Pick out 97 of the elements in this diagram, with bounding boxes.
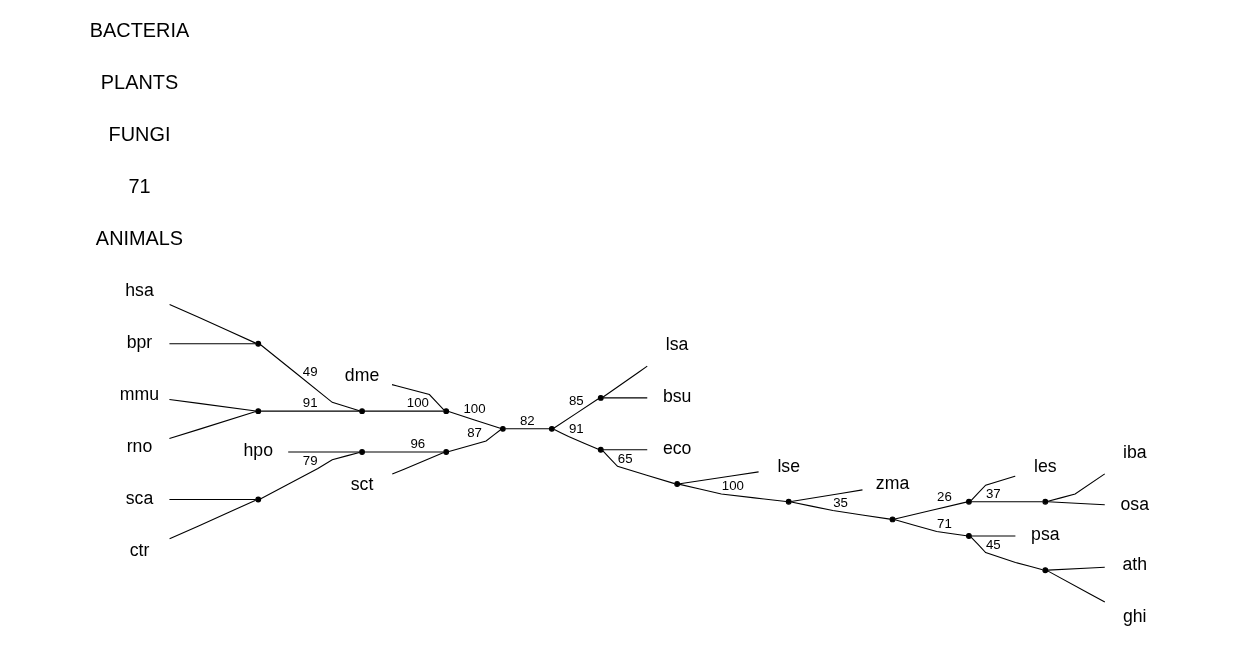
- edge-label: 79: [302, 452, 318, 468]
- edge-label: 82: [519, 413, 535, 429]
- connector: [447, 411, 501, 429]
- node-text: dme: [344, 365, 379, 386]
- node-text: ctr: [129, 539, 149, 560]
- label: ANIMALS: [95, 226, 183, 249]
- node-point: [597, 446, 604, 453]
- connector: [970, 475, 1016, 502]
- node-point: [965, 533, 972, 539]
- connector: [602, 449, 648, 451]
- label: PLANTS: [100, 71, 178, 94]
- node-text: sca: [125, 487, 153, 508]
- connector: [790, 501, 890, 520]
- node-text: rno: [126, 435, 152, 456]
- edge-label: 91: [568, 420, 584, 436]
- node-point: [358, 449, 365, 455]
- connector: [893, 501, 967, 520]
- connector: [168, 343, 256, 345]
- node-text: les: [1033, 455, 1057, 476]
- connector: [970, 536, 1043, 571]
- edge-label: 100: [721, 478, 744, 494]
- connector: [602, 397, 648, 399]
- node-text: mmu: [119, 383, 159, 404]
- connector: [363, 410, 444, 412]
- edge-label: 71: [936, 515, 952, 531]
- node-point: [254, 408, 261, 415]
- edge-label: 100: [462, 400, 486, 416]
- node-point: [499, 425, 506, 432]
- connector: [678, 471, 759, 485]
- connector: [363, 451, 444, 453]
- node-point: [442, 408, 449, 415]
- connector: [447, 429, 501, 453]
- node-text: ath: [1121, 553, 1147, 574]
- connector: [168, 398, 256, 412]
- node-text: eco: [662, 438, 691, 458]
- connector: [1046, 473, 1105, 502]
- node-text: bsu: [662, 386, 691, 407]
- label: 71: [127, 174, 151, 197]
- node-point: [673, 481, 680, 487]
- node-point: [1041, 498, 1048, 505]
- connector: [168, 304, 256, 344]
- connector: [553, 429, 599, 450]
- connector: [602, 365, 648, 398]
- edge-label: 87: [466, 425, 482, 441]
- node-text: zma: [875, 473, 909, 494]
- connector: [601, 450, 675, 485]
- label: FUNGI: [108, 122, 170, 145]
- label: BACTERIA: [89, 19, 189, 42]
- node-text: sct: [350, 474, 373, 495]
- node-point: [785, 498, 792, 505]
- connector: [504, 428, 550, 430]
- connector: [168, 499, 256, 540]
- connector: [259, 451, 360, 500]
- connector: [678, 483, 786, 503]
- connector: [259, 410, 360, 412]
- node-text: lsa: [665, 334, 688, 355]
- connector: [1046, 570, 1105, 603]
- edge-label: 49: [302, 364, 318, 380]
- node-point: [965, 498, 972, 505]
- edge-label: 26: [936, 489, 952, 505]
- node-point: [442, 449, 449, 455]
- node-point: [254, 496, 261, 503]
- edge-label: 45: [985, 536, 1001, 552]
- connector: [790, 489, 863, 503]
- edge-label: 91: [302, 395, 318, 411]
- connector: [894, 519, 967, 537]
- node-text: iba: [1122, 442, 1147, 463]
- node-text: hsa: [124, 280, 154, 301]
- node-point: [889, 516, 895, 523]
- connector: [1046, 501, 1105, 506]
- connector: [970, 501, 1043, 503]
- node-point: [358, 408, 365, 415]
- connector: [1046, 566, 1105, 571]
- node-text: hpo: [243, 440, 273, 461]
- connector: [391, 384, 445, 411]
- edge-label: 100: [406, 395, 429, 411]
- connector: [287, 451, 360, 453]
- connector: [168, 411, 256, 440]
- node-text: osa: [1120, 494, 1149, 515]
- node-point: [548, 425, 555, 432]
- node-point: [597, 394, 604, 401]
- node-text: lse: [776, 455, 800, 476]
- edge-label: 37: [985, 485, 1001, 501]
- edge-label: 96: [409, 436, 425, 452]
- node-text: psa: [1030, 524, 1060, 545]
- edge-label: 35: [832, 494, 848, 510]
- connector: [259, 344, 360, 412]
- node-point: [254, 340, 261, 347]
- connector: [168, 498, 256, 501]
- edge-label: 65: [617, 450, 633, 466]
- node-text: ghi: [1122, 605, 1147, 626]
- connector: [391, 452, 444, 475]
- edge-label: 85: [568, 393, 584, 409]
- connector: [970, 535, 1016, 537]
- node-point: [1041, 567, 1048, 574]
- connector: [553, 398, 599, 429]
- node-text: bpr: [126, 331, 152, 352]
